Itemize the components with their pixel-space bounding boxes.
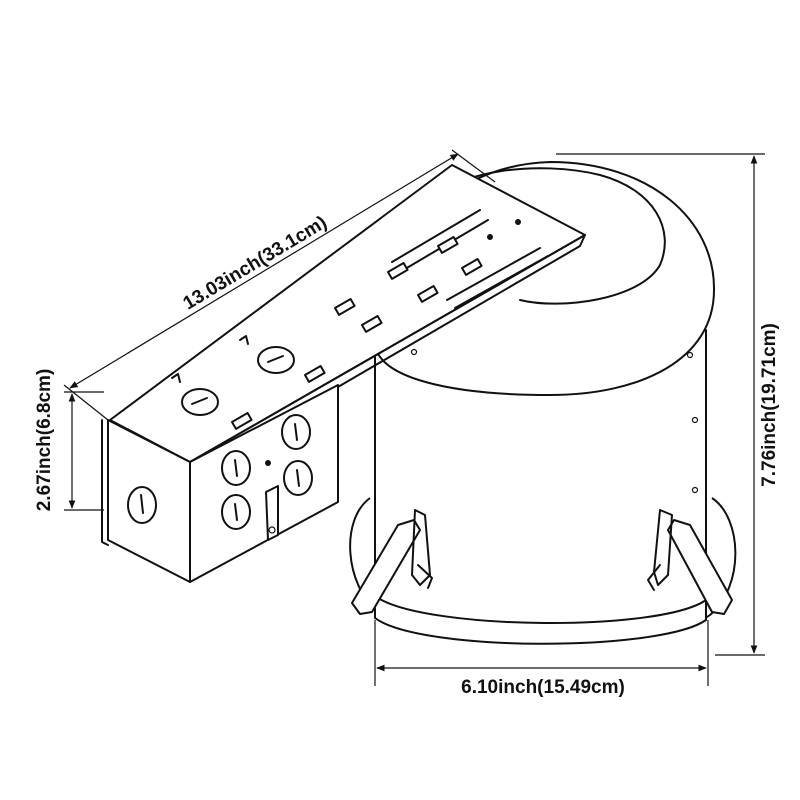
can-housing <box>349 161 737 645</box>
box-knockout <box>127 486 157 524</box>
dimension-can-height-label: 7.76inch(19.71cm) <box>759 323 780 487</box>
plate-knockout <box>257 346 295 374</box>
box-knockout <box>221 494 251 530</box>
dimension-can-height: 7.76inch(19.71cm) <box>556 153 780 656</box>
dimension-can-diameter: 6.10inch(15.49cm) <box>374 620 709 698</box>
right-spring-clip <box>647 509 733 615</box>
box-knockout <box>221 450 251 486</box>
box-knockout <box>281 414 311 450</box>
can-rivet <box>686 351 694 359</box>
plate-knockout <box>181 388 219 416</box>
can-bottom-rim <box>377 597 707 625</box>
can-body <box>374 329 707 645</box>
dimension-box-height-label: 2.67inch(6.8cm) <box>34 369 55 512</box>
left-spring-clip <box>351 509 433 615</box>
can-rivet <box>691 486 699 494</box>
can-top-inner <box>431 167 666 305</box>
dimension-can-diameter-label: 6.10inch(15.49cm) <box>461 677 625 698</box>
junction-box <box>101 384 339 583</box>
dimension-box-height: 2.67inch(6.8cm) <box>34 369 104 512</box>
can-rivet <box>691 416 699 424</box>
box-knockout <box>283 460 313 496</box>
